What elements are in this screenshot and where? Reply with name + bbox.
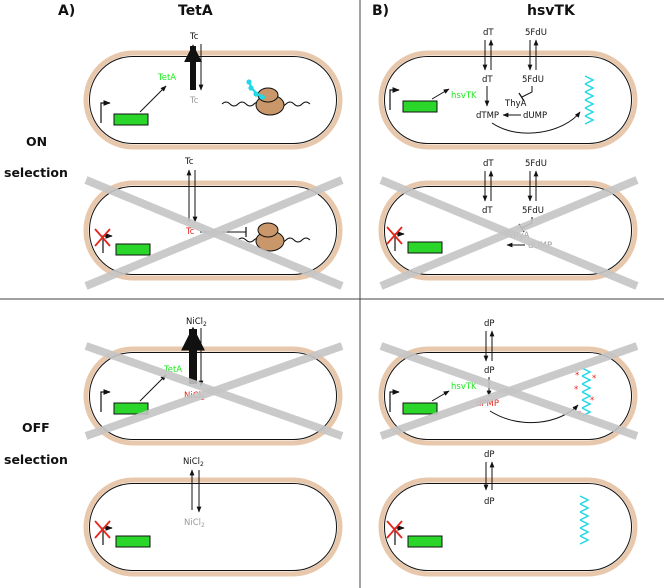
cell-a-off-negative: NiCl2 NiCl2 <box>83 457 343 577</box>
promoter-arrow <box>100 389 111 412</box>
peptide-bead <box>253 91 259 97</box>
nickel-outside-label: NiCl2 <box>186 317 207 328</box>
cell-membrane-outer <box>83 180 343 281</box>
fdu-inside-label: 5FdU <box>522 75 544 85</box>
cell-membrane-inner <box>384 56 632 144</box>
dump-label: dUMP <box>523 111 547 121</box>
gene-box <box>115 535 151 548</box>
cell-membrane-inner <box>89 56 337 144</box>
cell-membrane-inner <box>89 352 337 440</box>
fdu-outside-label: 5FdU <box>525 28 547 38</box>
dt-inside-label: dT <box>482 206 493 216</box>
fdu-inhibition-bar <box>518 92 525 102</box>
promoter-arrow <box>389 87 400 110</box>
tc-outside-label: Tc <box>189 32 199 42</box>
mutation-marker: * <box>590 396 594 406</box>
panel-b-title: hsvTK <box>527 3 576 19</box>
cell-membrane-outer <box>83 477 343 577</box>
red-x-icon <box>386 520 403 539</box>
cell-membrane-outer <box>83 346 343 446</box>
dp-outside-label: dP <box>484 450 495 460</box>
cell-a-on-positive: TetA Tc Tc <box>83 32 343 150</box>
ribosome-small <box>257 222 279 238</box>
gene-box <box>402 402 438 415</box>
cell-b-on-positive: hsvTK dT 5FdU dT 5FdU ThyA dTMP dUMP <box>378 28 638 150</box>
mutation-marker: * <box>592 374 596 384</box>
dead-cell-cross <box>84 176 344 290</box>
nickel-inside-label: NiCl2 <box>184 518 205 529</box>
cell-membrane-outer <box>83 50 343 150</box>
tc-outside-label: Tc <box>184 157 194 167</box>
cell-b-off-negative: dP dP <box>378 450 638 577</box>
expression-arrow <box>431 390 450 402</box>
red-x-icon <box>94 520 111 539</box>
teta-label: TetA <box>157 73 176 83</box>
on-selection-label: selection <box>4 165 68 180</box>
dt-outside-label: dT <box>483 159 494 169</box>
tc-inside-label: Tc <box>185 227 195 237</box>
fdu-inhibition-line <box>521 86 533 98</box>
dna-helix-icon <box>584 75 595 125</box>
expression-arrow <box>431 88 450 100</box>
gene-box <box>407 241 443 254</box>
promoter-arrow <box>100 100 111 123</box>
nickel-outside-label: NiCl2 <box>183 457 204 468</box>
teta-label: TetA <box>163 365 182 375</box>
dtmp-label: dTMP <box>476 111 499 121</box>
cell-membrane-inner <box>384 186 632 275</box>
red-x-icon <box>386 226 403 245</box>
gene-box <box>407 535 443 548</box>
off-selection-label: selection <box>4 452 68 467</box>
dna-helix-icon <box>579 495 590 545</box>
cell-membrane-inner <box>384 483 632 571</box>
dt-outside-label: dT <box>483 28 494 38</box>
mutation-marker: * <box>575 371 579 381</box>
expression-arrow <box>139 85 167 113</box>
thya-label: ThyA <box>504 99 527 109</box>
gene-box <box>115 243 151 256</box>
panel-b-label: B) <box>372 3 389 19</box>
hsvtk-label: hsvTK <box>451 382 477 392</box>
dead-cell-cross <box>379 176 639 290</box>
fdu-inside-label: 5FdU <box>522 206 544 216</box>
cell-membrane-inner <box>89 483 337 571</box>
dp-inside-label: dP <box>484 366 495 376</box>
dp-inside-label: dP <box>484 497 495 507</box>
gene-box <box>402 100 438 113</box>
cell-membrane-inner <box>89 186 337 275</box>
mutation-marker: * <box>574 385 578 395</box>
cell-membrane-inner <box>384 352 632 440</box>
dead-cell-cross <box>379 342 639 440</box>
promoter-arrow <box>389 389 400 412</box>
on-label: ON <box>26 134 47 149</box>
dp-outside-label: dP <box>484 319 495 329</box>
cell-membrane-outer <box>378 50 638 150</box>
peptide-bead <box>246 79 252 85</box>
panel-a-title: TetA <box>178 3 213 19</box>
cell-a-off-positive: TetA NiCl2 NiCl2 <box>83 317 344 446</box>
tc-inside-label: Tc <box>189 96 199 106</box>
dtmp-to-dna-arrow <box>491 111 581 134</box>
dead-cell-cross <box>84 342 344 440</box>
gene-box <box>113 402 149 415</box>
expression-arrow <box>139 374 167 402</box>
panel-a-label: A) <box>58 3 75 19</box>
cell-membrane-outer <box>378 180 638 281</box>
cell-b-off-positive: hsvTK dP dP dPMP * * * * * <box>378 319 639 446</box>
hsvtk-label: hsvTK <box>451 91 477 101</box>
peptide-bead <box>248 85 254 91</box>
cell-b-on-negative: dT 5FdU dT 5FdU ThyA dUMP <box>378 159 639 290</box>
dt-inside-label: dT <box>482 75 493 85</box>
gene-box <box>113 113 149 126</box>
cell-membrane-outer <box>378 477 638 577</box>
dpmp-label: dPMP <box>476 399 499 409</box>
peptide-bead <box>259 94 265 100</box>
off-label: OFF <box>22 420 50 435</box>
fdu-outside-label: 5FdU <box>525 159 547 169</box>
cell-membrane-outer <box>378 346 638 446</box>
dna-helix-icon <box>581 367 592 417</box>
cell-a-on-negative: Tc Tc <box>83 157 344 290</box>
red-x-icon <box>94 228 111 247</box>
